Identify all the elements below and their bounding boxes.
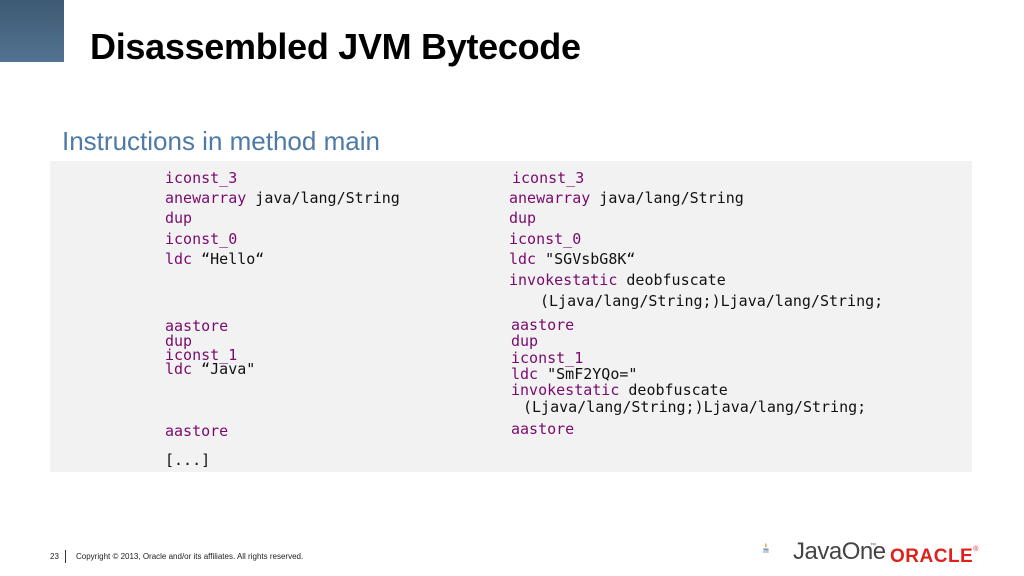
code-keyword: ldc xyxy=(165,360,193,378)
code-keyword: ldc xyxy=(165,250,193,268)
code-line-right: (Ljava/lang/String;)Ljava/lang/String; xyxy=(523,398,866,416)
code-line-left: iconst_1 xyxy=(165,346,237,364)
code-arg: java/lang/String xyxy=(246,189,400,207)
code-keyword: aastore xyxy=(511,420,575,438)
code-line-right: anewarray java/lang/String xyxy=(509,189,744,207)
code-line-left: aastore xyxy=(165,422,228,440)
code-line-right: ldc "SGVsbG8K“ xyxy=(509,250,635,268)
code-keyword: iconst_3 xyxy=(165,169,238,187)
code-keyword: invokestatic xyxy=(509,271,618,289)
code-keyword: invokestatic xyxy=(511,381,620,399)
code-line-right: invokestatic deobfuscate xyxy=(509,271,726,289)
code-keyword: anewarray xyxy=(509,189,591,207)
code-arg: “Java" xyxy=(192,360,256,378)
code-keyword: ldc xyxy=(511,365,539,383)
code-line-left: dup xyxy=(165,332,192,350)
title-accent-block xyxy=(0,0,64,62)
code-line-right: dup xyxy=(509,209,536,227)
code-arg: java/lang/String xyxy=(590,189,744,207)
code-panel: iconst_3 anewarray java/lang/String dup … xyxy=(50,161,972,472)
code-keyword: aastore xyxy=(511,316,575,334)
code-line-left: iconst_3 xyxy=(165,169,237,187)
code-line-left: anewarray java/lang/String xyxy=(165,189,400,207)
code-line-right: iconst_1 xyxy=(511,349,583,367)
footer-divider xyxy=(65,550,66,563)
code-line-right: invokestatic deobfuscate xyxy=(511,381,728,399)
code-line-right: iconst_3 xyxy=(512,169,584,187)
code-keyword: dup xyxy=(165,332,193,350)
registered-mark: ® xyxy=(973,546,979,553)
code-line-left: ldc “Java" xyxy=(165,360,255,378)
code-line-left: ldc “Hello“ xyxy=(165,250,264,268)
code-arg: (Ljava/lang/String;)Ljava/lang/String; xyxy=(540,292,884,310)
code-arg: [...] xyxy=(165,451,211,469)
code-keyword: dup xyxy=(165,209,193,227)
code-line-right: aastore xyxy=(511,420,574,438)
page-number: 23 xyxy=(50,552,59,561)
code-arg: "SmF2YQo=" xyxy=(538,365,638,383)
java-cup-icon xyxy=(762,543,770,553)
code-arg: deobfuscate xyxy=(619,381,728,399)
code-line-right: ldc "SmF2YQo=" xyxy=(511,365,637,383)
code-arg: (Ljava/lang/String;)Ljava/lang/String; xyxy=(523,398,867,416)
code-arg: “Hello“ xyxy=(192,250,265,268)
slide-title: Disassembled JVM Bytecode xyxy=(90,26,581,67)
code-keyword: anewarray xyxy=(165,189,247,207)
slide-subtitle: Instructions in method main xyxy=(62,126,380,156)
code-keyword: iconst_3 xyxy=(512,169,585,187)
code-arg: "SGVsbG8K“ xyxy=(536,250,636,268)
code-line-left: dup xyxy=(165,209,192,227)
code-keyword: iconst_1 xyxy=(165,346,238,364)
code-keyword: iconst_1 xyxy=(511,349,584,367)
code-keyword: aastore xyxy=(165,422,229,440)
code-line-right: (Ljava/lang/String;)Ljava/lang/String; xyxy=(540,292,883,310)
oracle-logo-text: ORACLE xyxy=(890,546,974,567)
code-keyword: aastore xyxy=(165,317,229,335)
code-line-right: iconst_0 xyxy=(509,230,581,248)
code-keyword: dup xyxy=(511,332,539,350)
code-arg: deobfuscate xyxy=(617,271,726,289)
javaone-logo-text: JavaOne xyxy=(793,538,886,565)
code-line-left: aastore xyxy=(165,317,228,335)
code-line-left: iconst_0 xyxy=(165,230,237,248)
copyright-notice: Copyright © 2013, Oracle and/or its affi… xyxy=(76,552,304,561)
code-keyword: iconst_0 xyxy=(509,230,582,248)
code-line-left: [...] xyxy=(165,451,210,469)
code-line-right: aastore xyxy=(511,316,574,334)
code-keyword: dup xyxy=(509,209,537,227)
oracle-logo: ORACLE® xyxy=(890,546,979,568)
code-keyword: ldc xyxy=(509,250,537,268)
trademark-mark: ™ xyxy=(870,543,876,549)
code-line-right: dup xyxy=(511,332,538,350)
code-keyword: iconst_0 xyxy=(165,230,238,248)
